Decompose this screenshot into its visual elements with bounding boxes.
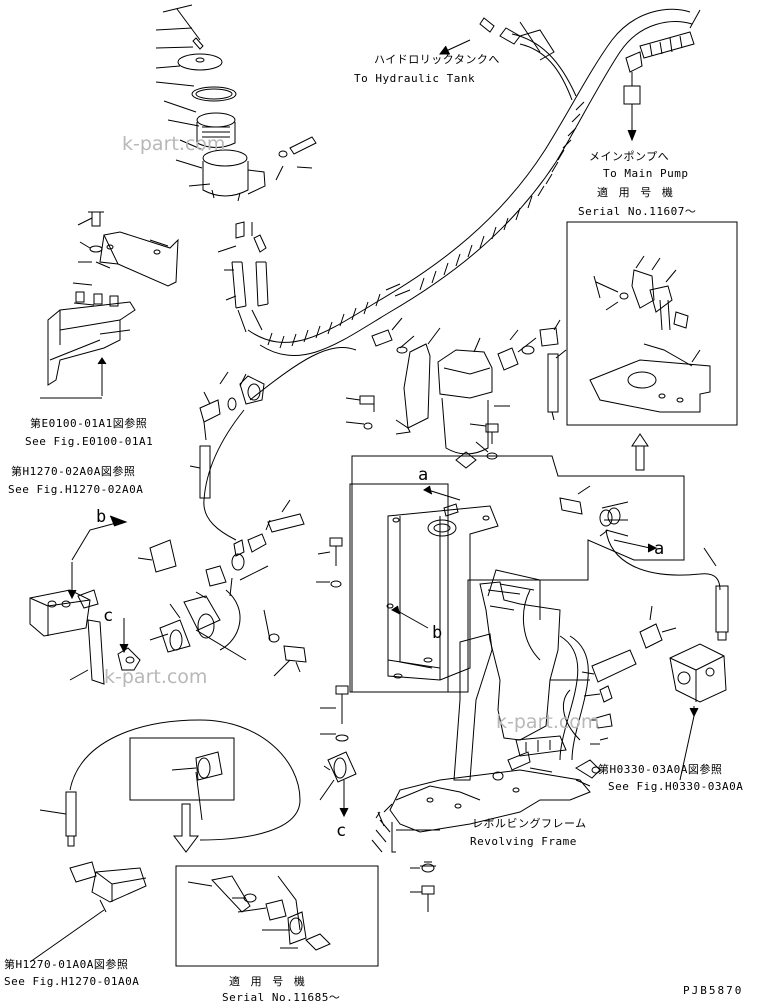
label-fig-h1270-02-en: See Fig.H1270-02A0A <box>8 483 144 496</box>
filter-cap-assembly <box>156 5 316 201</box>
label-fig-h1270-01-en: See Fig.H1270-01A0A <box>4 975 140 988</box>
up-arrow <box>632 434 648 470</box>
top-inset-box <box>567 222 737 425</box>
callout-b-left: b <box>96 507 107 527</box>
label-main-pump-jp: メインポンプへ <box>589 150 670 163</box>
left-bracket <box>40 212 178 398</box>
hose-fittings-upper <box>218 222 268 332</box>
revolving-frame-structure <box>372 570 600 852</box>
label-serial-top-jp: 適 用 号 機 <box>597 186 675 199</box>
callout-a-top: a <box>418 465 429 485</box>
callout-c-left: c <box>103 606 114 626</box>
label-hydraulic-tank-jp: ハイドロリックタンクへ <box>374 53 500 66</box>
label-hydraulic-tank-en: To Hydraulic Tank <box>354 72 476 85</box>
watermark: k-part.com <box>104 666 208 688</box>
label-serial-top-en: Serial No.11607～ <box>578 205 697 218</box>
label-fig-h0330-en: See Fig.H0330-03A0A <box>608 780 744 793</box>
watermark: k-part.com <box>496 711 600 733</box>
center-bolts <box>316 538 436 912</box>
lower-left-group <box>30 720 378 966</box>
label-revolving-frame-jp: レボルビングフレーム <box>472 817 587 830</box>
callout-c-bottom: c <box>336 821 347 841</box>
label-fig-h0330-jp: 第H0330-03A0A図参照 <box>598 763 723 776</box>
label-main-pump-en: To Main Pump <box>603 167 689 180</box>
watermark: k-part.com <box>122 133 226 155</box>
label-serial-bottom-en: Serial No.11685～ <box>222 991 341 1004</box>
label-fig-h1270-02-jp: 第H1270-02A0A図参照 <box>11 465 136 478</box>
left-middle-fittings <box>138 347 356 676</box>
label-serial-bottom-jp: 適 用 号 機 <box>229 975 307 988</box>
label-fig-e0100-en: See Fig.E0100-01A1 <box>25 435 154 448</box>
spiral-hose <box>248 9 700 355</box>
label-doc-code: PJB5870 <box>683 984 744 997</box>
left-valve-block <box>30 516 140 684</box>
label-fig-h1270-01-jp: 第H1270-01A0A図参照 <box>4 958 129 971</box>
support-frame-outline <box>350 456 684 692</box>
right-valve <box>550 606 726 780</box>
label-fig-e0100-jp: 第E0100-01A1図参照 <box>30 417 148 430</box>
callout-a-right: a <box>654 539 665 559</box>
callout-b-mid: b <box>432 623 443 643</box>
filter-housing <box>346 318 566 468</box>
label-revolving-frame-en: Revolving Frame <box>470 835 577 848</box>
right-hose-clamp <box>560 486 728 640</box>
